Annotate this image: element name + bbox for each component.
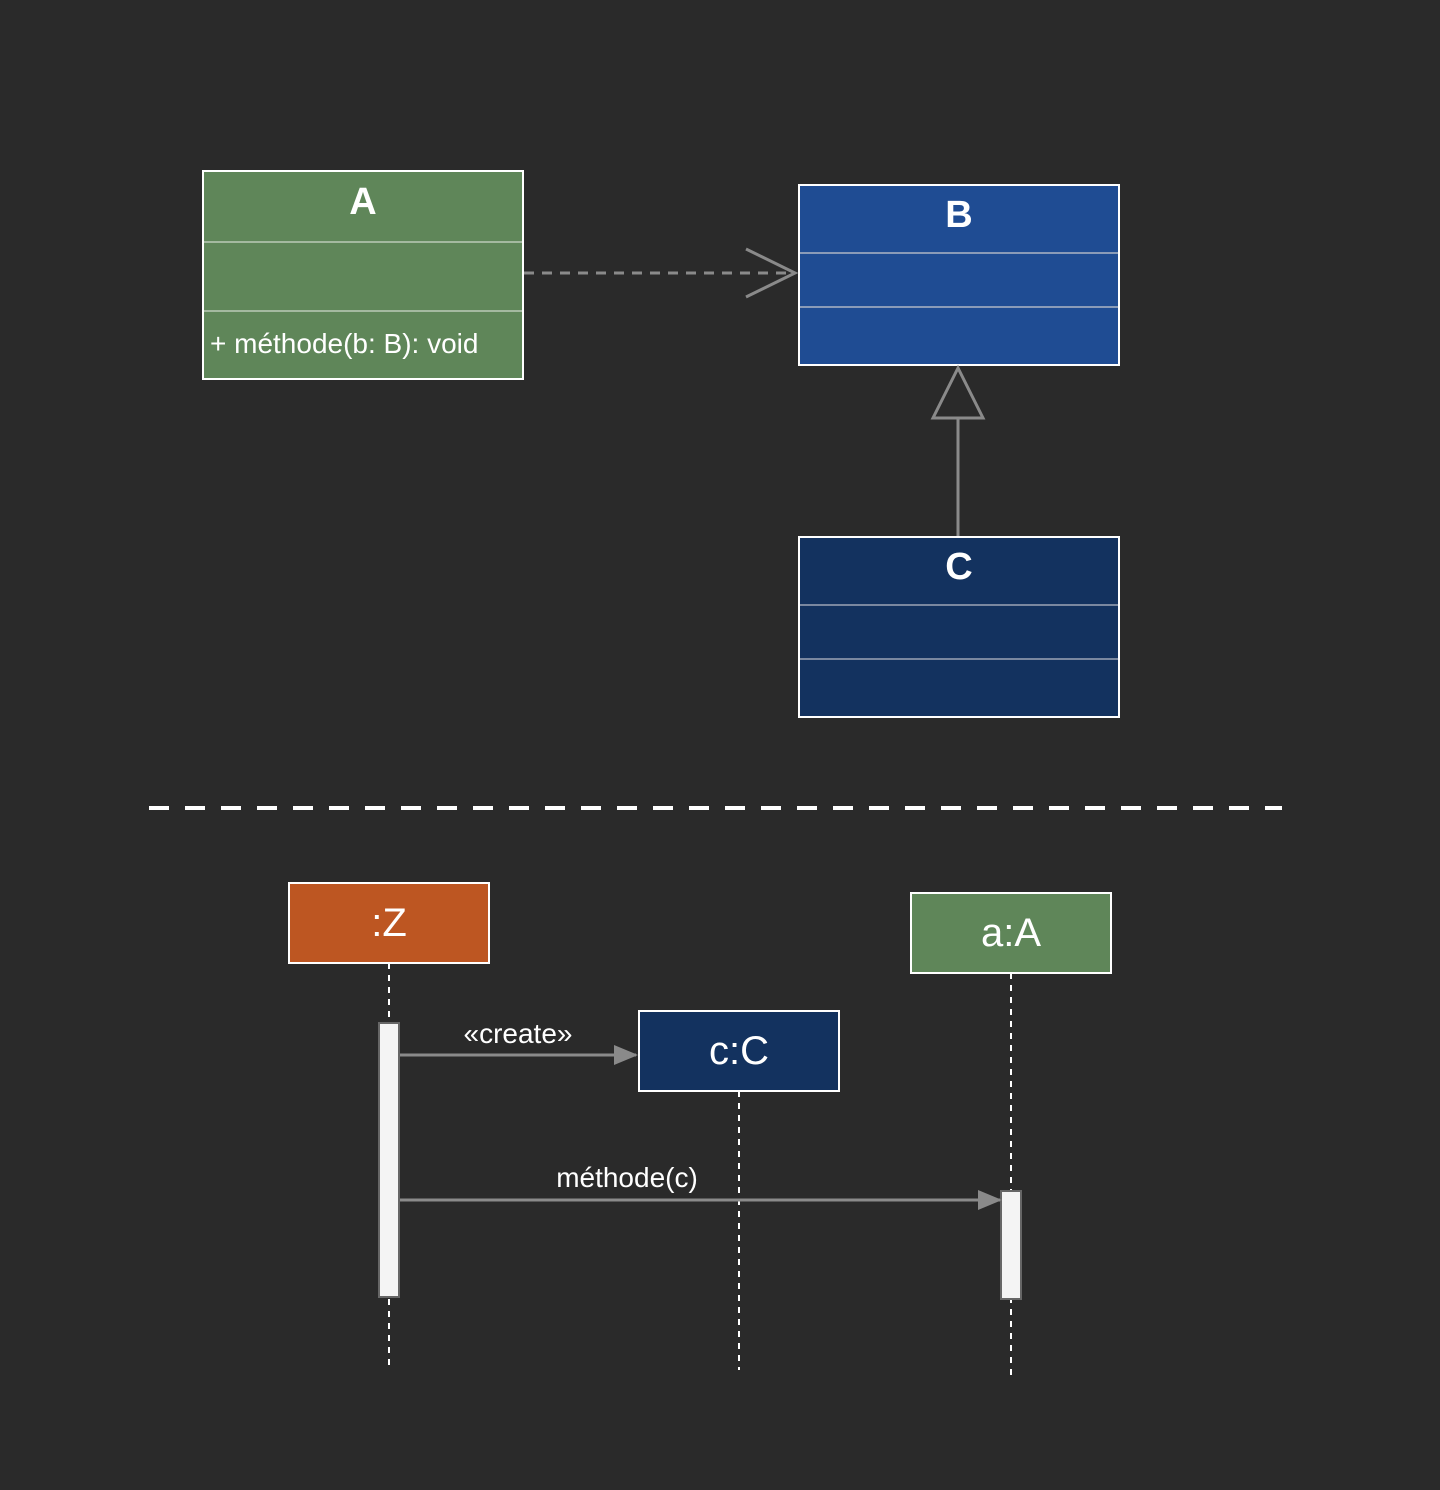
- lifeline-z-label: :Z: [371, 901, 407, 945]
- dependency-a-to-b[interactable]: [524, 247, 799, 299]
- message-methode-label: méthode(c): [556, 1162, 698, 1193]
- lifeline-a-head[interactable]: [910, 892, 1112, 974]
- class-c-box[interactable]: [798, 536, 1120, 718]
- class-b-rect: [798, 184, 1120, 366]
- class-c-rect: [798, 536, 1120, 718]
- lifeline-c-label: c:C: [709, 1029, 769, 1073]
- class-b-box[interactable]: [798, 184, 1120, 366]
- dependency-open-arrowhead: [745, 247, 799, 299]
- class-b-name: B: [945, 194, 973, 236]
- class-a-rect: [202, 170, 524, 380]
- generalization-c-to-b[interactable]: [930, 364, 986, 536]
- generalization-hollow-triangle: [930, 364, 986, 420]
- message-create-label: «create»: [463, 1018, 573, 1049]
- activation-bar-a: [1000, 1190, 1022, 1300]
- class-a-operation: + méthode(b: B): void: [210, 328, 479, 359]
- activation-bar-z: [378, 1022, 400, 1298]
- lifeline-c-head[interactable]: [638, 1010, 840, 1092]
- class-c-name: C: [945, 546, 973, 588]
- class-a-name: A: [349, 181, 377, 223]
- lifeline-a-label: a:A: [980, 911, 1042, 955]
- class-a-box[interactable]: [202, 170, 524, 380]
- lifeline-z-head[interactable]: [288, 882, 490, 964]
